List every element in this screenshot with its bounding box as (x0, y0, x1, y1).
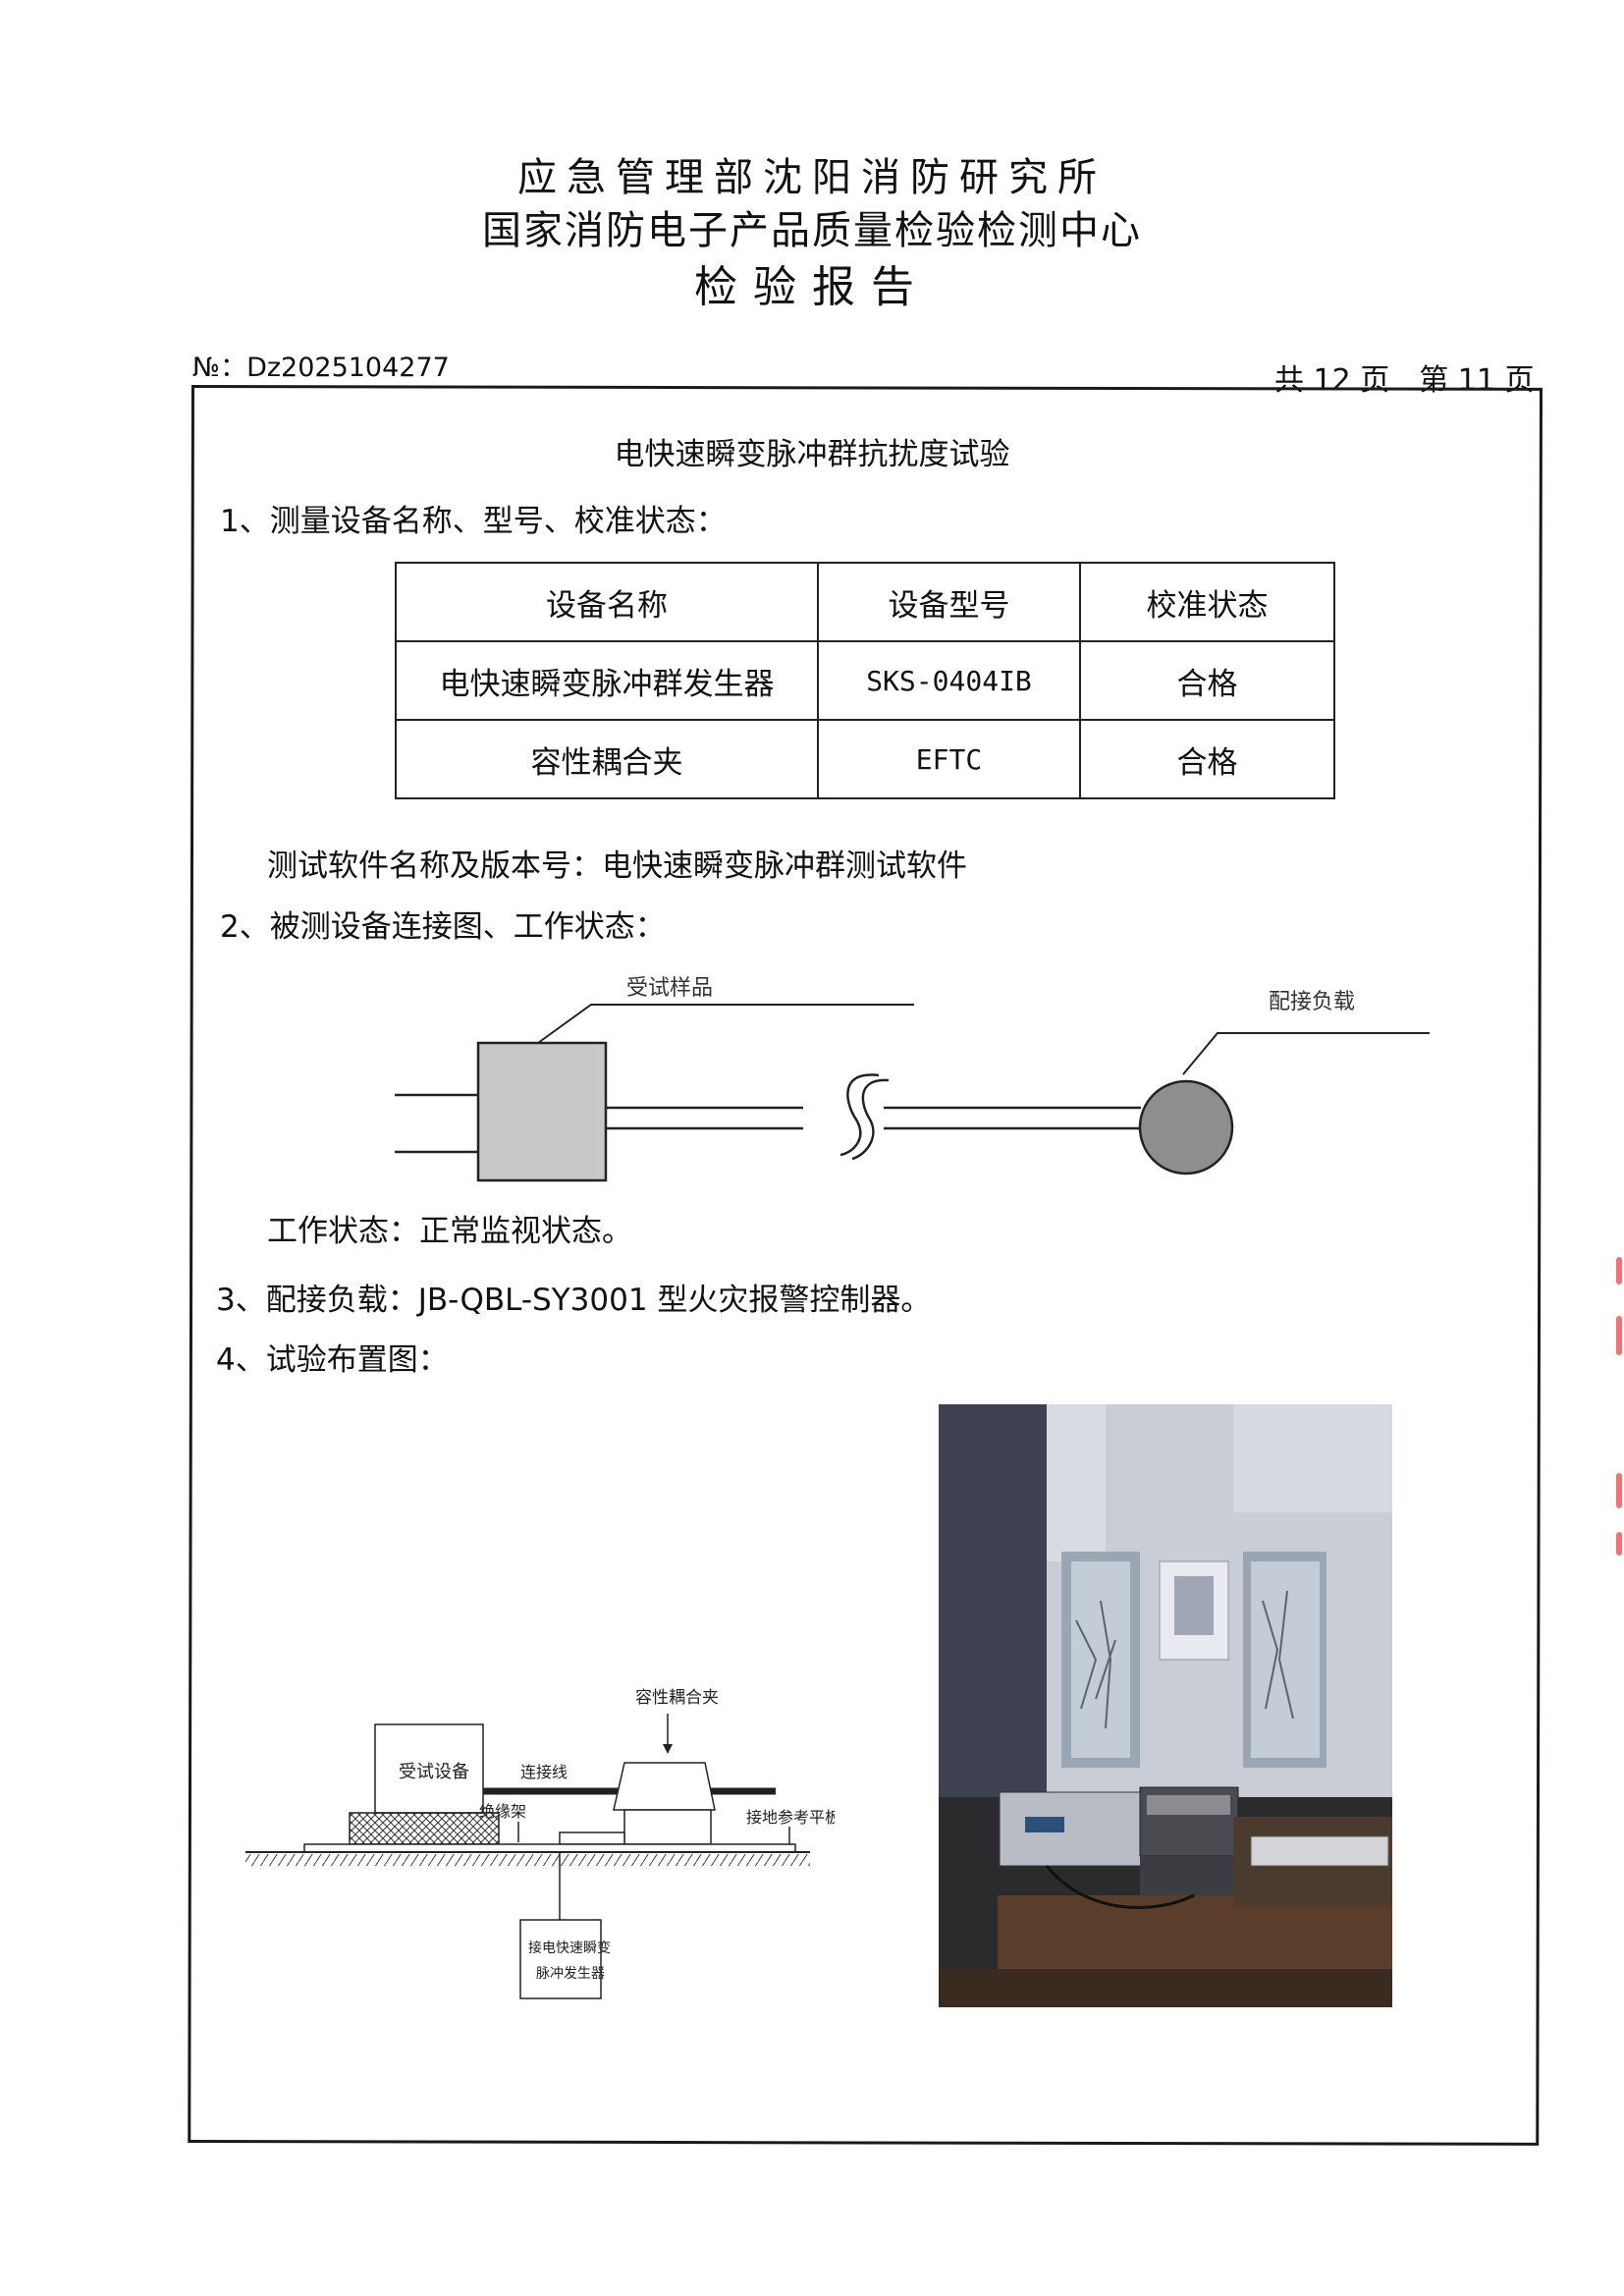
table-cell: 电快速瞬变脉冲群发生器 (395, 640, 819, 721)
equipment-table: 设备名称 设备型号 校准状态 电快速瞬变脉冲群发生器 SKS-0404IB 合格… (395, 562, 1335, 799)
report-title: 检验报告 (694, 262, 930, 312)
table-header-row: 设备名称 设备型号 校准状态 (395, 562, 1335, 642)
insulating-support (349, 1812, 500, 1845)
generator-label-line2: 脉冲发生器 (536, 1966, 605, 1982)
center-name: 国家消防电子产品质量检验检测中心 (482, 208, 1142, 253)
test-layout-diagram: 容性耦合夹 受试设备 连接线 绝缘架 接地参考平板 接电快速瞬变 脉冲发生器 (245, 1688, 835, 1999)
coupling-clamp-base (623, 1809, 712, 1845)
table-header-cell: 校准状态 (1079, 562, 1335, 642)
item3-text: 3、配接负载：JB-QBL-SY3001 型火灾报警控制器。 (216, 1283, 932, 1318)
page-info: 共 12 页 第 11 页 (1274, 363, 1535, 398)
scan-mark (1616, 1257, 1622, 1285)
clamp-label: 容性耦合夹 (635, 1688, 719, 1708)
section-title: 电快速瞬变脉冲群抗扰度试验 (614, 437, 1010, 472)
load-label: 配接负载 (1269, 990, 1355, 1014)
document-number: №：Dz2025104277 (192, 353, 450, 383)
table-cell: 合格 (1079, 719, 1335, 799)
table-cell: 容性耦合夹 (395, 719, 819, 799)
software-info: 测试软件名称及版本号：电快速瞬变脉冲群测试软件 (267, 848, 967, 884)
cable-label: 连接线 (520, 1763, 568, 1781)
break-symbol (851, 1078, 890, 1161)
eut-box (374, 1723, 484, 1814)
work-state: 工作状态：正常监视状态。 (267, 1214, 632, 1249)
connection-diagram: 受试样品 配接负载 (395, 976, 1430, 1182)
table-cell: 合格 (1079, 640, 1335, 721)
ground-plane-label: 接地参考平板 (746, 1808, 835, 1827)
table-cell: SKS-0404IB (817, 640, 1081, 721)
clamp-arrow-head (663, 1744, 673, 1754)
institute-name: 应急管理部沈阳消防研究所 (517, 155, 1107, 200)
table-cell: EFTC (817, 719, 1081, 799)
generator-box (519, 1919, 602, 1999)
item1-heading: 1、测量设备名称、型号、校准状态： (220, 504, 727, 539)
insulator-label: 绝缘架 (479, 1802, 526, 1821)
test-sample-box (476, 1041, 608, 1182)
cable-lead (559, 1831, 625, 1845)
load-circle (1138, 1079, 1234, 1175)
floor-hatch (245, 1854, 810, 1866)
table-header-cell: 设备名称 (395, 562, 819, 642)
item2-heading: 2、被测设备连接图、工作状态： (220, 909, 666, 945)
coupling-clamp-top (613, 1762, 716, 1811)
test-setup-photo (939, 1404, 1392, 2007)
generator-label-line1: 接电快速瞬变 (528, 1940, 611, 1956)
scan-mark (1616, 1532, 1622, 1556)
sample-label: 受试样品 (626, 976, 713, 1001)
table-header-cell: 设备型号 (817, 562, 1081, 642)
table-row: 容性耦合夹 EFTC 合格 (395, 719, 1335, 799)
eut-label: 受试设备 (399, 1762, 469, 1782)
break-symbol (839, 1073, 880, 1157)
scan-mark (1616, 1473, 1622, 1508)
sample-leader-line (537, 1004, 914, 1044)
table-row: 电快速瞬变脉冲群发生器 SKS-0404IB 合格 (395, 640, 1335, 721)
item4-heading: 4、试验布置图： (216, 1342, 449, 1378)
load-leader-line (1182, 1032, 1430, 1075)
ground-reference-plane (303, 1843, 796, 1853)
scan-mark (1616, 1316, 1622, 1355)
